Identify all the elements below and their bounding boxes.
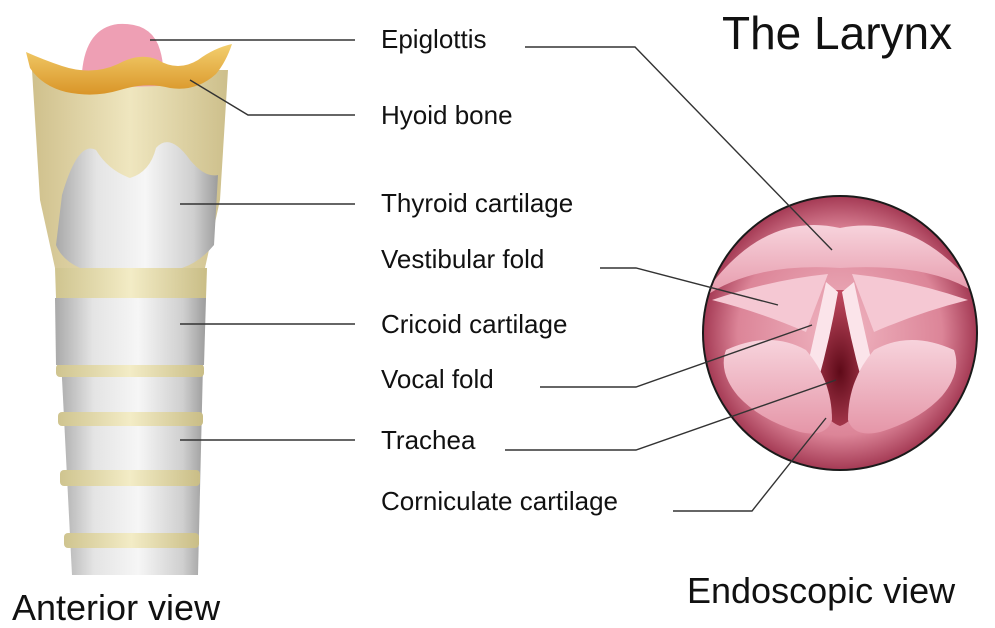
label-trachea: Trachea (381, 427, 475, 453)
tracheal-ring (56, 364, 204, 377)
cricothyroid-band (55, 268, 207, 298)
label-cricoid-cartilage: Cricoid cartilage (381, 311, 567, 337)
label-thyroid-cartilage: Thyroid cartilage (381, 190, 573, 216)
anterior-larynx-illustration (26, 24, 232, 575)
tracheal-ring (60, 470, 200, 486)
endoscopic-illustration (700, 195, 985, 471)
label-hyoid-bone: Hyoid bone (381, 102, 513, 128)
tracheal-ring (58, 412, 203, 426)
label-epiglottis: Epiglottis (381, 26, 487, 52)
label-vocal-fold: Vocal fold (381, 366, 494, 392)
label-vestibular-fold: Vestibular fold (381, 246, 544, 272)
caption-endoscopic-view: Endoscopic view (687, 573, 955, 609)
caption-anterior-view: Anterior view (12, 590, 220, 626)
tracheal-ring (64, 533, 199, 548)
cricoid-cartilage-shape (55, 298, 206, 365)
label-corniculate-cartilage: Corniculate cartilage (381, 488, 618, 514)
diagram-title: The Larynx (722, 10, 952, 56)
